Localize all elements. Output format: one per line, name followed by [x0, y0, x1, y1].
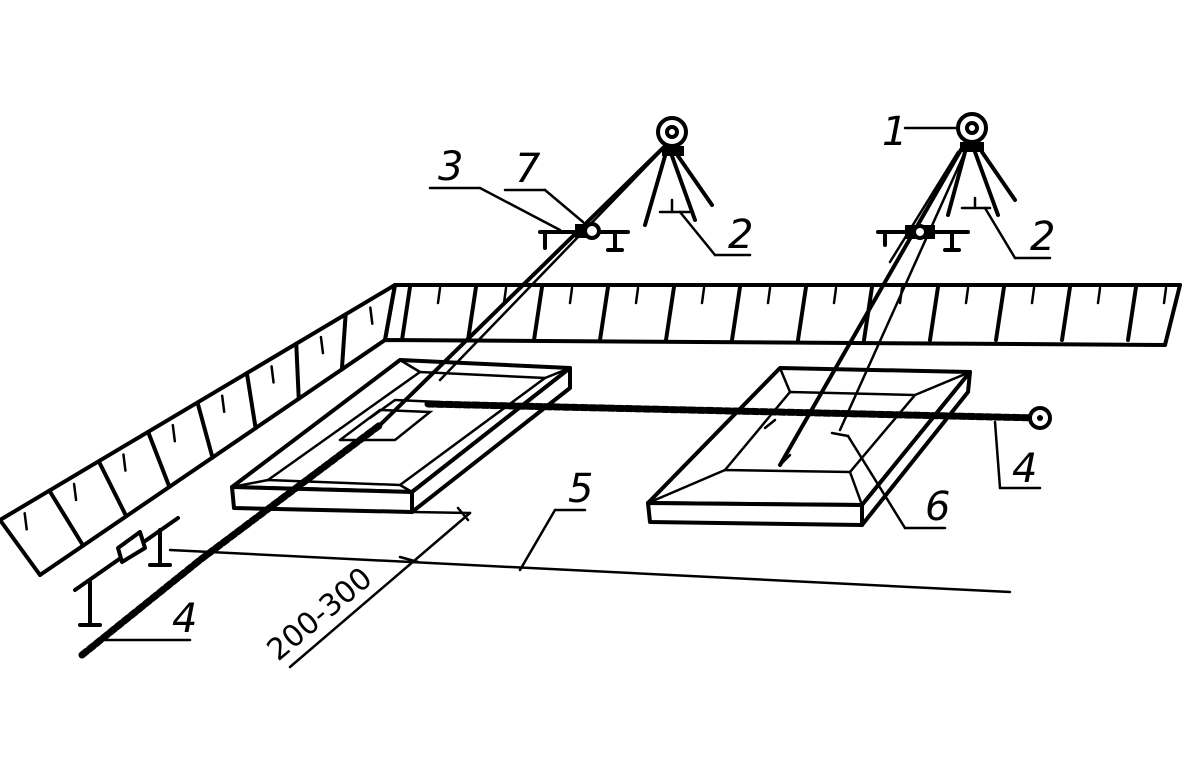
- wall-subtick: [369, 306, 374, 325]
- label-5: 5: [568, 466, 593, 512]
- theodolite-right: [903, 112, 1052, 260]
- label-7: 7: [515, 146, 541, 192]
- wall-tick: [383, 283, 397, 342]
- leader-6: [846, 434, 947, 530]
- wall-tick: [664, 285, 676, 342]
- label-4-left: 4: [172, 596, 197, 642]
- axis-line-5: [168, 508, 1012, 594]
- wall-tick: [400, 285, 412, 342]
- wall-subtick: [319, 335, 325, 355]
- wall-subtick: [1030, 286, 1036, 305]
- wall-tick: [796, 285, 808, 342]
- wall-tick: [146, 429, 172, 489]
- wall-subtick: [23, 512, 28, 531]
- label-3: 3: [438, 144, 463, 190]
- wall-tick: [928, 285, 940, 342]
- wall-tick: [96, 459, 129, 519]
- wall-tick: [0, 518, 42, 577]
- wall-tick: [466, 285, 478, 342]
- wall-ticks-back: [400, 285, 1168, 342]
- wall-tick: [532, 285, 544, 342]
- label-2-right: 2: [1030, 214, 1055, 260]
- wall-subtick: [634, 286, 640, 305]
- wall-tick: [1060, 285, 1072, 342]
- label-1: 1: [882, 109, 907, 155]
- label-2-left: 2: [728, 212, 753, 258]
- wall-subtick: [700, 286, 706, 305]
- bench-right: [876, 224, 970, 252]
- wall-subtick: [270, 365, 275, 384]
- wall-subtick: [766, 286, 772, 305]
- wall-tick: [994, 285, 1006, 342]
- wall-subtick: [72, 482, 78, 502]
- sight-lines-right: [778, 146, 968, 467]
- wall-subtick: [1162, 286, 1168, 305]
- label-4-right: 4: [1012, 446, 1037, 492]
- wall-tick: [730, 285, 742, 342]
- wall-tick: [1126, 285, 1138, 342]
- ground-bench-left: [73, 516, 180, 627]
- wall-subtick: [122, 453, 127, 472]
- wall-subtick: [1096, 286, 1102, 305]
- dimension-label: 200-300: [261, 561, 380, 668]
- theodolite-left: [643, 116, 752, 257]
- dimension-line: [288, 506, 472, 669]
- wall-subtick: [832, 286, 838, 305]
- wall-tick: [47, 488, 86, 548]
- wall-subtick: [964, 286, 970, 305]
- excavation-wall: [0, 283, 1182, 577]
- bench-3: [428, 186, 630, 252]
- wall-subtick: [220, 394, 226, 414]
- steel-wire-4: [78, 400, 1052, 659]
- wall-ticks-left: [0, 283, 397, 577]
- sight-lines-left: [378, 143, 668, 427]
- wall-subtick: [436, 286, 442, 305]
- foundation-block-left: [230, 358, 572, 514]
- wall-tick: [294, 341, 301, 401]
- wall-subtick: [171, 423, 177, 443]
- label-6: 6: [925, 484, 950, 530]
- wall-tick: [244, 371, 258, 431]
- wall-tick: [339, 312, 348, 372]
- foundation-block-right: [646, 366, 972, 527]
- wall-tick: [195, 400, 215, 460]
- wall-tick: [598, 285, 610, 342]
- wall-subtick: [568, 286, 574, 305]
